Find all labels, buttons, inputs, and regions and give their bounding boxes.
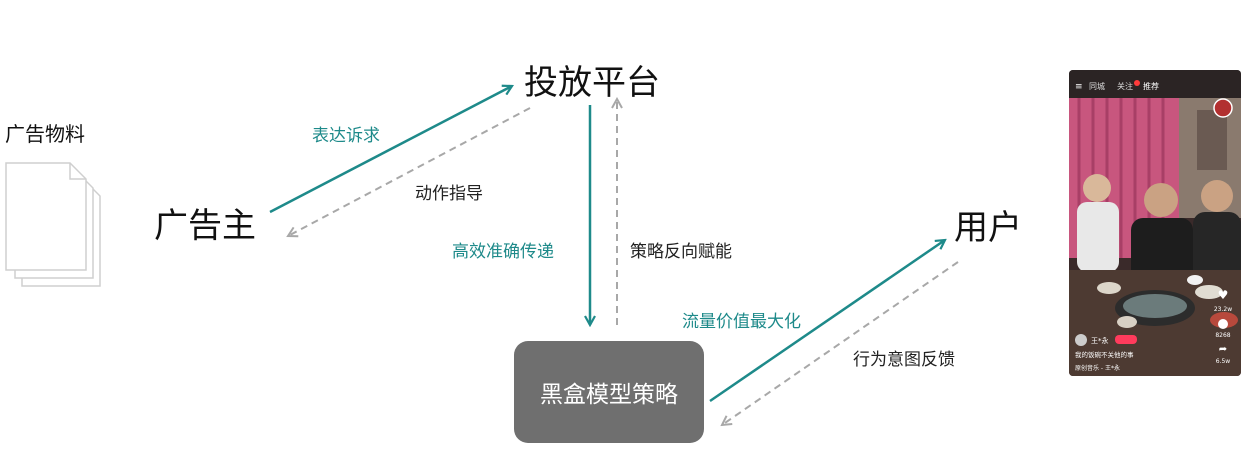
blackbox-label: 黑盒模型策略 [540, 382, 678, 408]
label-traffic-value: 流量价值最大化 [682, 312, 801, 332]
svg-text:≡: ≡ [1075, 82, 1083, 92]
node-blackbox-strategy: 黑盒模型策略 [514, 341, 704, 443]
label-behavior-feedback: 行为意图反馈 [853, 350, 955, 370]
heart-icon[interactable]: ♥ [1218, 288, 1229, 302]
music-info: 原创音乐 - 王*永 [1075, 364, 1120, 372]
comment-icon[interactable] [1218, 319, 1228, 329]
label-efficient-delivery: 高效准确传递 [452, 242, 554, 262]
edge-traffic-value [709, 240, 945, 403]
video-caption: 我的饭碗不关他的事 [1075, 350, 1134, 359]
node-user: 用户 [954, 208, 1022, 248]
phone-tab-local[interactable]: 同城 [1089, 82, 1105, 91]
document-stack-icon [5, 162, 101, 287]
node-ad-material: 广告物料 [5, 122, 85, 146]
author-small-avatar[interactable] [1075, 334, 1087, 346]
comment-count: 8268 [1215, 332, 1230, 339]
edge-action-guidance [288, 107, 531, 236]
short-video-screenshot: ≡ 同城 关注 推荐 ♥ 23.2w 8268 ➦ 6.5w 王*永 我的饭碗不… [1069, 70, 1241, 376]
like-count: 23.2w [1214, 306, 1232, 313]
node-advertiser: 广告主 [154, 206, 256, 246]
label-action-guidance: 动作指导 [415, 184, 483, 204]
edge-behavior-feedback [722, 261, 959, 425]
node-platform: 投放平台 [524, 63, 660, 103]
share-icon[interactable]: ➦ [1219, 344, 1227, 355]
label-express-demand: 表达诉求 [312, 126, 380, 146]
author-avatar[interactable] [1213, 98, 1233, 118]
edge-express-demand [269, 86, 512, 214]
author-name[interactable]: 王*永 [1091, 336, 1109, 345]
phone-tab-recommend[interactable]: 推荐 [1143, 81, 1159, 91]
label-strategy-feedback: 策略反向赋能 [630, 242, 732, 262]
phone-tab-follow[interactable]: 关注 [1117, 81, 1133, 91]
share-count: 6.5w [1216, 358, 1231, 365]
video-scene-image: ≡ 同城 关注 推荐 ♥ 23.2w 8268 ➦ 6.5w 王*永 我的饭碗不… [1069, 70, 1241, 376]
follow-button[interactable] [1115, 335, 1137, 344]
